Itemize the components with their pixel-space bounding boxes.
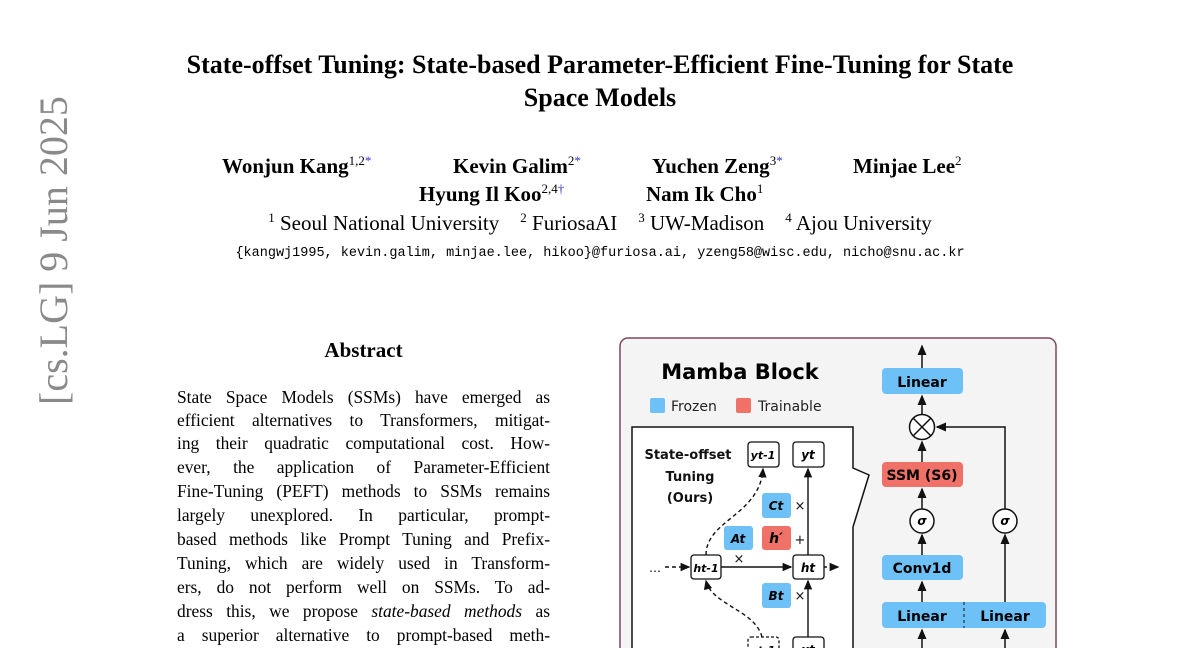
abstract-line: dress this, we propose state-based metho…	[177, 601, 550, 621]
author: Minjae Lee2	[853, 153, 962, 178]
title-line: Space Models	[523, 83, 677, 112]
node-y-prev	[747, 441, 780, 468]
node-label: xt	[800, 643, 816, 648]
conv1d-block	[882, 555, 963, 580]
author: Yuchen Zeng3*	[652, 153, 783, 178]
ssm-block	[882, 462, 963, 487]
node-label: yt-1	[751, 449, 776, 462]
author: Nam Ik Cho1	[646, 181, 764, 206]
abstract-line: efficient alternatives to Transformers, …	[177, 410, 550, 430]
paper-title: State-offset Tuning: State-based Paramet…	[100, 48, 1100, 114]
inset-label: (Ours)	[667, 491, 713, 506]
author: Hyung Il Koo2,4†	[419, 181, 565, 206]
node-h-prev	[690, 554, 722, 580]
node-label: yt	[801, 448, 816, 462]
node-label: Bt	[769, 589, 785, 603]
legend-frozen: Frozen	[671, 399, 717, 415]
author: Wonjun Kang1,2*	[222, 153, 372, 178]
node-label: Ct	[769, 499, 785, 513]
affiliations: 1 Seoul National University 2 FuriosaAI …	[268, 210, 932, 235]
legend-frozen-swatch	[650, 398, 665, 413]
linear-top-block	[882, 368, 963, 394]
node-label: ht-1	[693, 562, 718, 575]
node-label: ht	[801, 561, 817, 575]
inset-label: Tuning	[666, 470, 715, 485]
node-c	[762, 493, 791, 518]
figure-title: Mamba Block	[661, 360, 820, 384]
node-h-t	[792, 554, 825, 580]
block-label: Linear	[897, 609, 947, 625]
block-label: Linear	[980, 609, 1030, 625]
abstract-line: Tuning, which are widely used in Transfo…	[177, 553, 550, 573]
title-line: State-offset Tuning: State-based Paramet…	[186, 50, 1014, 79]
node-x-prev	[747, 636, 780, 648]
node-label: At	[730, 532, 747, 546]
arxiv-stamp: [cs.LG] 9 Jun 2025	[31, 96, 76, 405]
sigma-label: σ	[917, 514, 927, 528]
abstract-line: ever, the application of Parameter-Effic…	[177, 457, 550, 477]
multiply-icon	[908, 413, 936, 441]
abstract-line: State Space Models (SSMs) have emerged a…	[177, 387, 550, 407]
emails: {kangwj1995, kevin.galim, minjae.lee, hi…	[235, 246, 965, 261]
node-h-prime	[762, 526, 791, 550]
node-b	[762, 583, 791, 608]
legend-trainable-swatch	[736, 398, 751, 413]
op-plus: +	[795, 533, 806, 548]
block-label: SSM (S6)	[887, 468, 958, 484]
abstract-heading: Abstract	[324, 338, 403, 362]
block-label: Conv1d	[893, 561, 952, 577]
abstract-line: largely unexplored. In particular, promp…	[177, 505, 550, 525]
node-label: h′	[769, 531, 783, 547]
legend-trainable: Trainable	[757, 399, 822, 415]
abstract-line: ers, do not perform well on SSMs. To ad-	[177, 577, 550, 597]
node-a	[724, 526, 753, 550]
node-y-t	[792, 441, 825, 468]
op-times: ×	[795, 589, 806, 604]
inset-label: State-offset	[644, 448, 731, 463]
op-times: ×	[734, 552, 745, 567]
abstract-line: ing their quadratic computational cost. …	[177, 433, 550, 453]
block-label: Linear	[897, 375, 947, 391]
op-times: ×	[795, 499, 806, 514]
sigma-icon	[909, 508, 935, 534]
abstract-line: a superior alternative to prompt-based m…	[177, 625, 550, 645]
node-label: xt-1	[750, 644, 776, 648]
sigma-icon	[992, 508, 1018, 534]
author: Kevin Galim2*	[453, 153, 581, 178]
ellipsis: …	[649, 561, 661, 575]
mamba-block-figure: Mamba Block Frozen Trainable State-offse…	[619, 337, 1057, 648]
abstract-line: based methods like Prompt Tuning and Pre…	[177, 529, 550, 549]
sigma-label: σ	[1000, 514, 1010, 528]
node-x-t	[792, 636, 825, 648]
abstract-line: Fine-Tuning (PEFT) methods to SSMs remai…	[177, 481, 550, 501]
